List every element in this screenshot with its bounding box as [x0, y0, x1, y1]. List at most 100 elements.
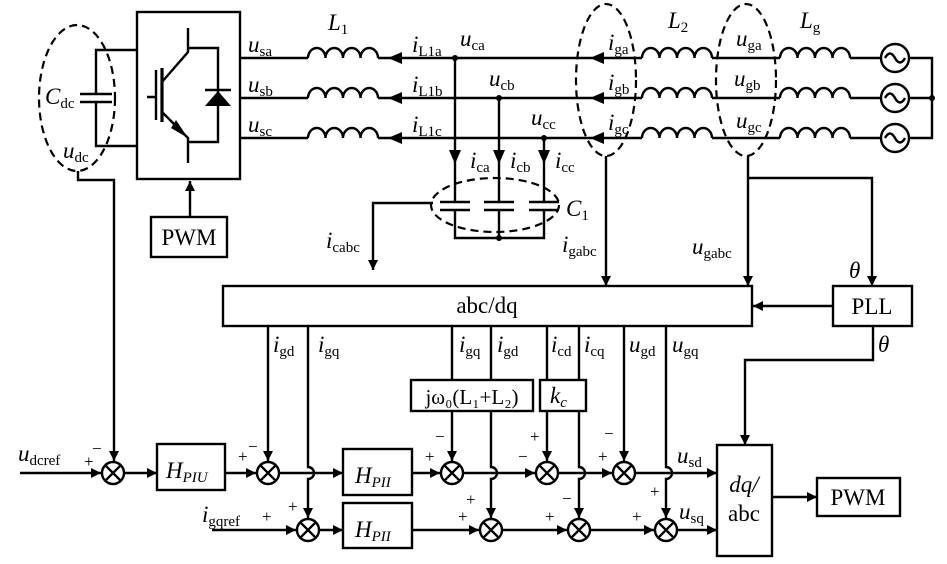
- kc-gain-block: [538, 378, 588, 413]
- label-usd: usd: [677, 443, 702, 471]
- dq-abc-label-2: abc: [728, 501, 760, 526]
- ac-source-icon: [879, 122, 911, 154]
- abc-dq-label: abc/dq: [456, 293, 518, 318]
- decoupling-label: jω₀(L₁+L₂): [424, 385, 518, 409]
- sign-label: −: [435, 427, 445, 446]
- inductor-icon: [640, 86, 714, 99]
- label-ucb: ucb: [489, 66, 515, 94]
- label-c1: C1: [566, 196, 589, 224]
- inductor-icon: [640, 46, 714, 59]
- label-ica: ica: [470, 148, 490, 176]
- sign-label: +: [530, 427, 540, 446]
- label-usa: usa: [248, 32, 272, 60]
- label-il1b: iL1b: [412, 72, 443, 100]
- summing-junction-icon: [439, 460, 465, 486]
- label-ugd: ugd: [629, 332, 656, 360]
- label-il1a: iL1a: [412, 32, 442, 60]
- label-icc: icc: [555, 148, 575, 176]
- label-igd1: igd: [273, 332, 295, 360]
- label-igqref: igqref: [202, 502, 240, 530]
- label-ugq: ugq: [672, 332, 699, 360]
- label-uca: uca: [460, 26, 485, 54]
- label-kc: kc: [550, 383, 567, 411]
- label-icd: icd: [551, 332, 572, 360]
- pwm-right-label: PWM: [831, 485, 886, 510]
- label-hpiu: HPIU: [165, 458, 209, 486]
- label-ugc: ugc: [736, 108, 762, 136]
- summing-junction-icon: [478, 517, 504, 543]
- summing-junction-icon: [611, 460, 637, 486]
- label-cdc: Cdc: [45, 84, 75, 112]
- inductor-icon: [306, 126, 380, 139]
- abc-dq-transform-block: [221, 284, 754, 328]
- sign-label: +: [545, 507, 555, 526]
- diode-icon: [205, 91, 231, 106]
- inductor-icon: [778, 86, 852, 99]
- filter-capacitors: [368, 55, 561, 270]
- sign-label: +: [238, 447, 248, 466]
- decoupling-block: [409, 378, 535, 413]
- pll-label: PLL: [852, 294, 893, 319]
- pll-block: [831, 284, 914, 328]
- summing-junction-icon: [653, 517, 679, 543]
- sign-label: +: [288, 497, 298, 516]
- inductor-icon: [306, 46, 380, 59]
- sign-label: +: [632, 507, 642, 526]
- label-usb: usb: [248, 72, 273, 100]
- pwm-left-label: PWM: [162, 225, 217, 250]
- sign-label: +: [650, 482, 660, 501]
- ac-source-icon: [879, 82, 911, 114]
- label-icq: icq: [584, 332, 605, 360]
- sign-label: +: [598, 447, 608, 466]
- voltage-pi-controller: [155, 442, 227, 492]
- dq-abc-transform-block: [715, 443, 774, 558]
- inductor-icon: [306, 86, 380, 99]
- sign-label: −: [604, 424, 614, 443]
- label-hpii2: HPII: [354, 517, 392, 545]
- inductor-icon: [778, 126, 852, 139]
- label-il1c: iL1c: [412, 112, 442, 140]
- label-theta2: θ: [878, 332, 889, 357]
- sign-label: −: [248, 437, 258, 456]
- label-igq1: igq: [318, 332, 340, 360]
- inductor-icon: [640, 126, 714, 139]
- sign-label: +: [425, 447, 435, 466]
- label-igabc: igabc: [562, 232, 597, 260]
- summing-junction-icon: [255, 460, 281, 486]
- label-usc: usc: [248, 112, 272, 140]
- label-icb: icb: [510, 148, 531, 176]
- label-ugb: ugb: [734, 66, 761, 94]
- label-l2: L2: [667, 8, 688, 36]
- label-ucc: ucc: [531, 105, 556, 133]
- inverter-bridge: [135, 10, 242, 181]
- sign-label: +: [466, 490, 476, 509]
- label-igb: igb: [608, 70, 629, 98]
- label-ugabc: ugabc: [692, 234, 732, 262]
- dq-abc-label-1: dq/: [729, 472, 761, 497]
- label-icabc: icabc: [326, 228, 360, 256]
- sign-label: +: [84, 452, 94, 471]
- sign-label: −: [518, 447, 528, 466]
- label-udc: udc: [63, 138, 89, 166]
- summing-junction-icon: [295, 517, 321, 543]
- summing-junction-icon: [100, 460, 126, 486]
- sign-label: +: [262, 507, 272, 526]
- label-usq: usq: [679, 499, 704, 527]
- label-igc: igc: [608, 110, 629, 138]
- sign-label: +: [458, 507, 468, 526]
- label-theta1: θ: [849, 258, 860, 283]
- dc-link-capacitor: [37, 23, 137, 461]
- label-igq2: igq: [459, 332, 481, 360]
- summing-junction-icon: [534, 460, 560, 486]
- summing-junction-icon: [566, 517, 592, 543]
- igbt-gate-icon: [147, 70, 158, 120]
- sign-label: −: [562, 489, 572, 508]
- label-igd2: igd: [497, 332, 519, 360]
- current-pi-controller-q: [341, 501, 414, 550]
- inductor-icon: [778, 46, 852, 59]
- ac-source-icon: [879, 42, 911, 74]
- label-iga: iga: [608, 30, 629, 58]
- label-lg: Lg: [799, 8, 821, 36]
- pwm-block-right: [815, 476, 902, 518]
